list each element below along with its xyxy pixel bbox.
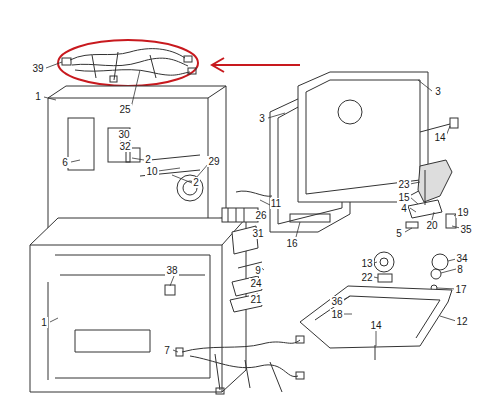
callout-number: 34 (455, 253, 468, 264)
callout-number: 14 (433, 132, 446, 143)
callout-number: 9 (254, 265, 262, 276)
callout-number: 12 (455, 316, 468, 327)
highlight-ellipse (58, 40, 198, 86)
callout-number: 7 (163, 345, 171, 356)
callout-number: 3 (258, 113, 266, 124)
callout-number: 16 (285, 238, 298, 249)
panel-frame (270, 72, 458, 232)
callout-number: 25 (118, 104, 131, 115)
callout-number: 11 (270, 198, 282, 209)
callout-number: 18 (330, 309, 343, 320)
callout-number: 30 (117, 129, 130, 140)
callout-number: 24 (249, 278, 262, 289)
highlight-arrow (212, 58, 300, 72)
callout-number: 2 (144, 154, 152, 165)
callout-number: 5 (395, 228, 403, 239)
upper-housing (48, 86, 226, 230)
callout-number: 17 (454, 284, 467, 295)
callout-number: 38 (165, 265, 178, 276)
callout-number: 19 (456, 207, 469, 218)
callout-number: 6 (61, 157, 69, 168)
callout-number: 32 (118, 141, 131, 152)
callout-number: 21 (249, 294, 262, 305)
callout-number: 2 (192, 177, 200, 188)
callout-number: 15 (397, 192, 410, 203)
callout-number: 1 (34, 91, 42, 102)
callout-number: 10 (145, 166, 158, 177)
callout-number: 14 (369, 320, 382, 331)
callout-number: 26 (254, 210, 267, 221)
callout-number: 20 (425, 220, 438, 231)
callout-number: 31 (251, 228, 264, 239)
callout-number: 13 (360, 258, 373, 269)
callout-number: 1 (40, 317, 48, 328)
wire-harness (62, 49, 196, 82)
wire-harness (176, 336, 304, 394)
callout-number: 36 (330, 296, 343, 307)
callout-number: 8 (456, 264, 464, 275)
callout-number: 4 (400, 203, 408, 214)
leader-lines (44, 62, 460, 352)
small-parts (222, 191, 272, 312)
lower-liner (30, 218, 246, 392)
callout-number: 35 (459, 224, 472, 235)
callout-number: 22 (360, 272, 373, 283)
dispenser-assembly (300, 160, 456, 360)
callout-number: 39 (31, 63, 44, 74)
callout-number: 23 (397, 179, 410, 190)
callout-number: 29 (207, 156, 220, 167)
callout-number: 3 (434, 86, 442, 97)
